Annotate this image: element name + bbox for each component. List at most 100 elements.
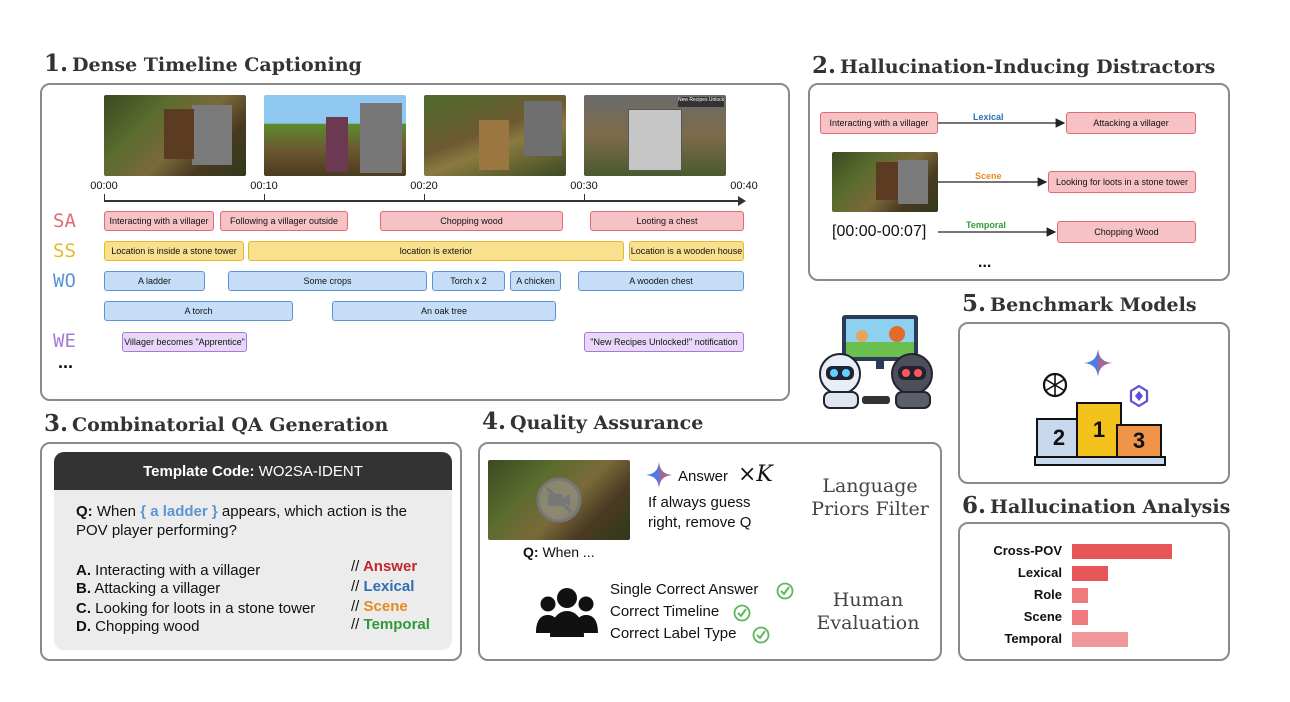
template-header: Template Code: WO2SA-IDENT: [54, 452, 452, 490]
timeline-axis: [104, 200, 740, 202]
section-4-title: 4.Quality Assurance: [482, 408, 704, 435]
check-icon: [733, 604, 751, 622]
check-icon: [776, 582, 794, 600]
chart-category-label: Role: [1033, 587, 1062, 602]
section-3-title: 3.Combinatorial QA Generation: [44, 410, 389, 437]
filter-label-1: Language: [822, 475, 918, 497]
tag-scene: // Scene: [351, 598, 408, 615]
podium-base: [1034, 456, 1166, 466]
template-code: WO2SA-IDENT: [258, 462, 363, 480]
chart-category-label: Cross-POV: [993, 543, 1062, 558]
qa-frame-thumbnail: [488, 460, 630, 540]
tick-mark: [584, 194, 585, 201]
check-icon: [752, 626, 770, 644]
distractor-arrows: [938, 118, 1066, 237]
time-range: [00:00-00:07]: [832, 223, 927, 240]
more-rows-ellipsis: ...: [58, 352, 74, 372]
filter-label-2: Priors Filter: [811, 498, 929, 520]
frame-thumbnail-2: [264, 95, 406, 176]
check-label-type: Correct Label Type: [610, 625, 737, 642]
chart-bar: [1072, 632, 1128, 647]
distractor-box-temporal: Chopping Wood: [1057, 221, 1196, 243]
row-label-we: WE: [53, 330, 76, 352]
human-label-1: Human: [832, 589, 904, 611]
frame-thumbnail-4: New Recipes Unlocked!: [584, 95, 726, 176]
source-action-box: Interacting with a villager: [820, 112, 938, 134]
scene-label: Scene: [975, 171, 1002, 181]
gemini-logo-icon: [1084, 349, 1112, 377]
chart-category-label: Lexical: [1017, 565, 1062, 580]
option-c: C. Looking for loots in a stone tower: [76, 600, 316, 617]
check-timeline: Correct Timeline: [610, 603, 720, 620]
podium-third: 3: [1116, 424, 1162, 458]
sa-bar: Chopping wood: [380, 211, 563, 231]
video-off-icon: [536, 477, 582, 523]
chart-bar: [1072, 566, 1108, 581]
check-single-answer: Single Correct Answer: [610, 581, 759, 598]
ss-bar: Location is a wooden house: [629, 241, 744, 261]
wo-bar: Torch x 2: [432, 271, 505, 291]
wo-bar: A wooden chest: [578, 271, 744, 291]
chart-bar: [1072, 544, 1172, 559]
wo-bar: An oak tree: [332, 301, 556, 321]
sa-bar: Looting a chest: [590, 211, 744, 231]
lexical-label: Lexical: [973, 112, 1004, 122]
guess-line-1: If always guess: [648, 494, 751, 511]
row-label-ss: SS: [53, 240, 76, 262]
human-label-2: Evaluation: [816, 612, 920, 634]
tag-temporal: // Temporal: [351, 616, 430, 633]
recipe-popup: New Recipes Unlocked!: [678, 97, 724, 107]
question-line-1: Q: When { a ladder } appears, which acti…: [76, 503, 408, 520]
robots-gaming-illustration: [819, 315, 933, 409]
wo-bar: A chicken: [510, 271, 561, 291]
frame-thumbnail-3: [424, 95, 566, 176]
qa-question-preview: Q: When ...: [523, 544, 595, 560]
chart-bar: [1072, 610, 1088, 625]
people-group-icon: [536, 588, 598, 637]
question-object: { a ladder }: [140, 503, 218, 520]
tick-mark: [264, 194, 265, 201]
temporal-label: Temporal: [966, 220, 1006, 230]
times-k: ×K: [738, 462, 773, 487]
option-a: A. Interacting with a villager: [76, 562, 261, 579]
option-b: B. Attacking a villager: [76, 580, 221, 597]
question-line-2: POV player performing?: [76, 522, 237, 539]
qwen-logo-icon: [1129, 384, 1149, 408]
tick-label: 00:10: [250, 180, 278, 192]
chart-bar: [1072, 588, 1088, 603]
tick-mark: [104, 194, 105, 201]
wo-bar: A torch: [104, 301, 293, 321]
tag-lexical: // Lexical: [351, 578, 415, 595]
chart-category-label: Scene: [1023, 609, 1062, 624]
chart-category-label: Temporal: [1004, 631, 1062, 646]
ss-bar: location is exterior: [248, 241, 624, 261]
ss-bar: Location is inside a stone tower: [104, 241, 244, 261]
we-bar: Villager becomes "Apprentice": [122, 332, 247, 352]
row-label-sa: SA: [53, 210, 76, 232]
sa-bar: Interacting with a villager: [104, 211, 214, 231]
tick-label: 00:00: [90, 180, 118, 192]
wo-bar: A ladder: [104, 271, 205, 291]
more-distractors-ellipsis: ...: [978, 254, 992, 271]
we-bar: "New Recipes Unlocked!" notification: [584, 332, 744, 352]
section-5-title: 5.Benchmark Models: [962, 290, 1197, 317]
tick-label: 00:40: [730, 180, 758, 192]
tick-mark: [424, 194, 425, 201]
option-d: D. Chopping wood: [76, 618, 200, 635]
tick-label: 00:30: [570, 180, 598, 192]
frame-thumbnail-1: [104, 95, 246, 176]
sa-bar: Following a villager outside: [220, 211, 348, 231]
axis-arrow-icon: [738, 196, 746, 206]
section-2-title: 2.Hallucination-Inducing Distractors: [812, 52, 1216, 79]
guess-line-2: right, remove Q: [648, 514, 752, 531]
openai-logo-icon: [1042, 372, 1068, 398]
tick-label: 00:20: [410, 180, 438, 192]
gemini-logo-icon: [645, 461, 673, 489]
distractor-box-scene: Looking for loots in a stone tower: [1048, 171, 1196, 193]
tag-answer: // Answer: [351, 558, 418, 575]
answer-label: Answer: [678, 468, 729, 485]
distractor-box-lexical: Attacking a villager: [1066, 112, 1196, 134]
section-6-title: 6.Hallucination Analysis: [962, 492, 1231, 519]
row-label-wo: WO: [53, 270, 76, 292]
distractor-frame-thumbnail: [832, 152, 938, 212]
